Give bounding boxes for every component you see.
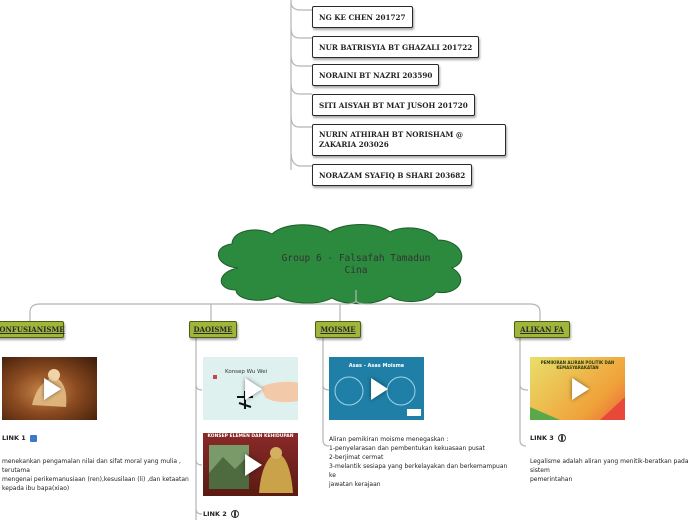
desc-line: pemerintahan (530, 476, 573, 483)
branch-alikan-fa[interactable]: ALIKAN FA (514, 321, 570, 338)
mountain-statue-icon (209, 445, 293, 493)
central-topic-line2: Cina (344, 265, 368, 276)
globe-icon[interactable] (557, 434, 566, 442)
central-topic-cloud[interactable] (217, 224, 463, 305)
desc-line: kepada ibu bapa(xiao) (2, 485, 70, 492)
link-2-label[interactable]: LINK 2 (203, 510, 227, 518)
slide-title: Asas - Asas Moisme (348, 363, 405, 369)
slide-title: PEMIKIRAN ALIRAN POLITIK DAN KEMASYARAKA… (540, 360, 615, 370)
member-3[interactable]: NORAINI BT NAZRI 203590 (312, 64, 440, 86)
play-icon[interactable] (370, 377, 388, 400)
play-icon[interactable] (244, 377, 262, 400)
desc-line: Legalisme adalah aliran yang menitik-ber… (530, 458, 689, 474)
alikan-fa-description: Legalisme adalah aliran yang menitik-ber… (530, 457, 690, 484)
desc-line: jawatan kerajaan (329, 481, 381, 488)
moisme-description: Aliran pemikiran moisme menegaskan : 1-p… (329, 435, 509, 489)
globe-icon[interactable] (230, 510, 239, 518)
member-4[interactable]: SITI AISYAH BT MAT JUSOH 201720 (312, 94, 475, 116)
document-icon[interactable] (29, 434, 37, 442)
slide-decoration-icon (530, 397, 625, 420)
link-1[interactable]: LINK 1 (2, 434, 37, 442)
branch-daoisme[interactable]: DAOISME (189, 321, 237, 338)
konfusianisme-description: menekankan pengamalan nilai dan sifat mo… (2, 457, 192, 493)
member-6[interactable]: NORAZAM SYAFIQ B SHARI 203682 (312, 164, 473, 186)
play-icon[interactable] (43, 377, 61, 400)
video-thumbnail-alikan-fa[interactable]: PEMIKIRAN ALIRAN POLITIK DAN KEMASYARAKA… (530, 357, 625, 420)
link-1-label[interactable]: LINK 1 (2, 434, 26, 442)
branch-moisme[interactable]: MOISME (315, 321, 361, 338)
desc-line: Aliran pemikiran moisme menegaskan : (329, 436, 449, 443)
link-3-label[interactable]: LINK 3 (530, 434, 554, 442)
desc-line: menekankan pengamalan nilai dan sifat mo… (2, 458, 181, 474)
slide-title: Konsep Wu Wei (225, 369, 268, 375)
branch-konfusianisme[interactable]: KONFUSIANISME (0, 321, 65, 338)
link-3[interactable]: LINK 3 (530, 434, 566, 442)
play-icon[interactable] (244, 453, 262, 476)
play-icon[interactable] (571, 377, 589, 400)
video-thumbnail-moisme[interactable]: Asas - Asas Moisme (329, 357, 424, 420)
central-topic-title[interactable]: Group 6 - Falsafah Tamadun Cina (258, 253, 454, 277)
video-thumbnail-wu-wei[interactable]: Konsep Wu Wei (203, 357, 298, 420)
central-topic-line1: Group 6 - Falsafah Tamadun (281, 253, 431, 264)
video-thumbnail-elemen[interactable]: KONSEP ELEMEN DAN KEHIDUPAN (203, 433, 298, 496)
member-5[interactable]: NURIN ATHIRAH BT NORISHAM @ ZAKARIA 2030… (312, 124, 506, 156)
member-1[interactable]: NG KE CHEN 201727 (312, 6, 413, 28)
link-2[interactable]: LINK 2 (203, 510, 239, 518)
slide-title: KONSEP ELEMEN DAN KEHIDUPAN (207, 434, 294, 439)
member-2[interactable]: NUR BATRISYIA BT GHAZALI 201722 (312, 36, 480, 58)
desc-line: mengenai perikemanusiaan (ren),kesusilaa… (2, 476, 189, 483)
desc-line: 1-penyelarasan dan pembentukan kekuasaan… (329, 445, 485, 452)
video-thumbnail-konfusianisme[interactable] (2, 357, 97, 420)
desc-line: 2-berjimat cermat (329, 454, 384, 461)
desc-line: 3-melantik sesiapa yang berkelayakan dan… (329, 463, 508, 479)
